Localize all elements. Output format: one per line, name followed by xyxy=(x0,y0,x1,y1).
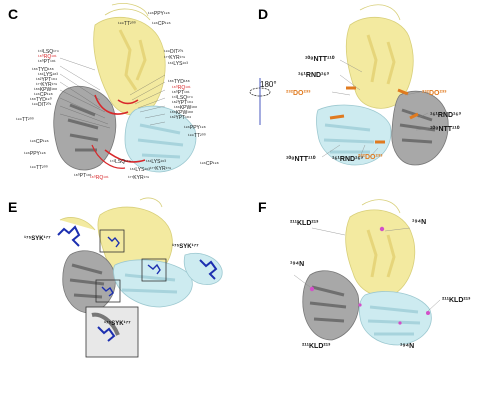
cyan-subunit xyxy=(113,259,193,308)
label-f-kld-bot: ²¹¹KLD²¹³ xyxy=(302,343,331,350)
label-c-pt: ¹⁸⁰PT¹⁸¹ xyxy=(38,59,56,65)
label-d-do-right: ²³²DO²³³ xyxy=(422,90,447,97)
label-c-cp-top: ¹⁹⁶CP¹⁹⁶ xyxy=(152,21,171,27)
label-c-kyr-top: ¹⁷⁷KYR¹⁷⁹ xyxy=(164,55,186,61)
panel-c: C ¹⁹⁶PPY¹⁹⁸ ¹⁹⁹TT²⁰⁰ ¹⁹⁶CP¹⁹⁶ ¹⁹⁹DIT²⁰¹ … xyxy=(0,0,250,195)
panel-d-structure xyxy=(249,4,449,166)
label-c-kpw: ¹⁸⁶KPW¹⁸⁸ xyxy=(34,87,58,93)
label-c-pt-b: ¹⁸⁰PT¹⁸¹ xyxy=(74,173,92,179)
label-c-kyr-l: ¹⁷⁷KYR¹⁷⁹ xyxy=(36,82,58,88)
blue-residue-left xyxy=(57,225,81,247)
blue-residue-center xyxy=(101,286,114,297)
label-d-do-bot: ²³²DO²³³ xyxy=(358,154,383,161)
label-d-ntt-right: ¹⁰⁸NTT¹¹⁰ xyxy=(430,126,460,133)
label-c-pt-r: ¹⁸⁰PT¹⁸¹ xyxy=(172,90,190,96)
label-c-ypt-r: ¹⁸²YPT¹⁸⁴ xyxy=(172,100,194,106)
grey-subunit xyxy=(53,86,117,171)
label-f-n-bot: ¹⁹⁴N xyxy=(400,343,415,350)
label-d-ntt-top: ¹⁰⁸NTT¹¹⁰ xyxy=(305,56,335,63)
label-c-rq-r: ¹⁸⁰RQ¹⁸¹ xyxy=(172,85,191,91)
label-c-ypt-r2: ¹⁸²YPT¹⁸⁴ xyxy=(170,115,192,121)
magenta-site-right xyxy=(426,311,430,315)
label-c-dit-top: ¹⁹⁹DIT²⁰¹ xyxy=(164,49,184,55)
label-c-tyd: ¹⁸⁶TYD¹⁸⁸ xyxy=(32,67,54,73)
cyan-subunit xyxy=(316,104,392,166)
label-c-pppy-l: ¹⁹⁶PPY¹⁹⁸ xyxy=(24,151,46,157)
label-c-tt-top: ¹⁹⁹TT²⁰⁰ xyxy=(118,21,136,27)
label-e-syk-right: ¹⁷⁵SYK¹⁷⁷ xyxy=(172,244,199,250)
highlight-box-left xyxy=(95,279,121,303)
label-c-pppy-top: ¹⁹⁶PPY¹⁹⁸ xyxy=(148,11,170,17)
label-c-tt-l: ¹⁹⁹TT²⁰⁰ xyxy=(16,117,34,123)
label-e-syk-left: ¹⁷⁵SYK¹⁷⁷ xyxy=(24,236,51,242)
yellow-subunit xyxy=(345,209,416,297)
cyan-subunit xyxy=(358,291,432,346)
label-c-lys-top: ¹⁶¹LYS¹⁶³ xyxy=(168,61,188,67)
panel-letter-f: F xyxy=(258,199,267,215)
label-c-pppy-r: ¹⁹⁶PPY¹⁹⁸ xyxy=(184,125,206,131)
label-c-lsq-r: ¹⁷²LSQ¹⁷⁴ xyxy=(172,95,193,101)
label-d-rnd-right: ¹⁶¹RND¹⁶³ xyxy=(430,112,461,119)
label-c-lys-br: ¹⁶¹LYS¹⁶³ xyxy=(146,159,166,165)
label-c-rq-b: ¹⁸⁰RQ¹⁸¹ xyxy=(90,175,109,181)
label-c-cp-r: ¹⁹⁶CP¹⁹⁸ xyxy=(200,161,219,167)
blue-residue-top xyxy=(107,236,120,248)
label-c-dit-l: ¹⁹⁹DIT²⁰¹ xyxy=(32,102,52,108)
label-d-rnd-top: ¹⁶¹RND¹⁶³ xyxy=(298,72,329,79)
panel-letter-c: C xyxy=(8,6,19,22)
label-f-kld-right: ²¹¹KLD²¹³ xyxy=(442,297,471,304)
label-f-n-top: ¹⁹⁴N xyxy=(412,219,427,226)
panel-letter-d: D xyxy=(258,6,269,22)
label-c-kpw-r: ¹⁸⁶KPW¹⁸⁸ xyxy=(174,105,198,111)
label-c-tyd-r: ¹⁸⁶TYD¹⁸⁸ xyxy=(168,79,190,85)
blue-residue-rightbox xyxy=(147,263,161,275)
rotation-label: 180° xyxy=(260,80,277,89)
label-c-rq1: ¹⁸⁰RQ¹⁸¹ xyxy=(38,54,57,60)
label-c-lys-b: ¹⁶¹LYS¹⁶³ xyxy=(130,167,150,173)
label-f-n-left: ¹⁹⁴N xyxy=(290,261,305,268)
label-c-cp-l2: ¹⁹⁶CP¹⁹⁶ xyxy=(30,139,49,145)
label-c-lsq-b: ¹⁷²LSQ¹⁷⁴ xyxy=(110,159,131,165)
panel-letter-e: E xyxy=(8,199,18,215)
label-d-ntt-bot: ¹⁰⁸NTT¹¹⁰ xyxy=(286,156,316,163)
label-c-kyr-b: ¹⁷⁷KYR¹⁷⁹ xyxy=(128,175,150,181)
panel-c-structure xyxy=(53,3,197,173)
magenta-site-bottom xyxy=(398,321,402,325)
magenta-site-left xyxy=(309,286,315,292)
label-f-kld-top: ²¹¹KLD²¹³ xyxy=(290,220,319,227)
label-c-kpw-r2: ¹⁸⁶KPW¹⁸⁸ xyxy=(170,110,194,116)
label-e-syk-inset: ¹⁷⁵SYK¹⁷⁷ xyxy=(104,321,131,327)
label-c-ypt: ¹⁸²YPT¹⁸⁴ xyxy=(36,77,58,83)
label-c-cp-l: ¹⁹⁶CP¹⁹⁸ xyxy=(34,92,53,98)
panel-e-structure xyxy=(57,197,223,358)
highlight-box-top xyxy=(99,229,125,253)
panel-d: D 180° ¹⁰⁸NTT¹¹⁰ ¹⁶¹RND¹⁶³ ²³²DO²³³ ²³²D… xyxy=(249,0,500,195)
panel-f-structure xyxy=(293,199,441,346)
label-d-rnd-bot: ¹⁶¹RND¹⁶³ xyxy=(332,156,363,163)
panel-f: F ²¹¹KLD²¹³ ¹⁹⁴N ¹⁹⁴N ²¹¹KLD²¹³ ²¹¹KLD²¹… xyxy=(250,195,500,400)
label-c-kyr-br: ¹⁷⁷KYR¹⁷⁹ xyxy=(150,166,172,172)
label-c-tt-r: ¹⁹⁹TT²⁰⁰ xyxy=(188,133,206,139)
label-c-lys-l: ¹⁸¹LYS¹⁸³ xyxy=(38,72,58,78)
magenta-site-top xyxy=(379,226,385,232)
label-c-lsq: ¹⁷²LSQ¹⁷⁴ xyxy=(38,49,59,55)
label-d-do-left: ²³²DO²³³ xyxy=(286,90,311,97)
blue-residue-right xyxy=(199,259,218,280)
blue-residue-inset xyxy=(97,326,116,342)
label-c-tyd-l: ¹⁸⁸TYD¹⁹⁰ xyxy=(30,97,52,103)
magenta-site-center xyxy=(358,303,362,307)
highlight-box-right xyxy=(141,258,167,282)
panel-e: E ¹⁷⁵SYK¹⁷⁷ ¹⁷⁵SYK¹⁷⁷ ¹⁷⁵SYK¹⁷⁷ xyxy=(0,195,250,400)
label-c-tt-l2: ¹⁹⁹TT²⁰⁰ xyxy=(30,165,48,171)
